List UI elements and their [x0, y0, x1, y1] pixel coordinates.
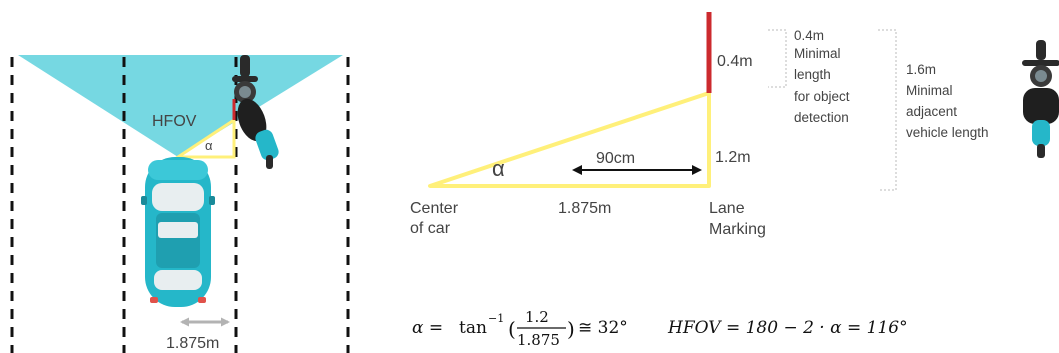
alpha-label-large: α — [492, 156, 505, 181]
center-label-line2: of car — [410, 220, 451, 237]
car-icon — [141, 157, 215, 307]
center-label-line1: Center — [410, 200, 459, 217]
road-top-view: HFOV α 1.875m — [10, 55, 350, 353]
min-detect-annotation: 0.4m Minimal length for object detection — [794, 28, 853, 125]
formula-denominator: 1.875 — [517, 331, 560, 349]
min-vehicle-line3: adjacent — [906, 104, 957, 119]
min-vehicle-line4: vehicle length — [906, 125, 989, 140]
formula-lparen: ( — [508, 317, 516, 341]
formula-numerator: 1.2 — [525, 308, 549, 326]
distance-label: 1.875m — [166, 335, 219, 352]
formula: α = tan −1 ( 1.2 1.875 ) ≅ 32° HFOV = 18… — [412, 308, 908, 349]
formula-tan: tan — [459, 318, 487, 338]
hfov-label: HFOV — [152, 113, 197, 130]
formula-exp: −1 — [488, 312, 504, 325]
formula-alpha-lhs: α = — [412, 318, 443, 338]
formula-hfov: HFOV = 180 − 2 · α = 116° — [667, 318, 908, 338]
lane-label-line2: Marking — [709, 221, 766, 238]
center-of-car-label: Center of car — [410, 200, 462, 237]
alpha-label-small: α — [205, 138, 213, 153]
height-label: 1.2m — [715, 149, 751, 166]
geometry-diagram: α 90cm 0.4m 1.2m Center of car 1.875m La… — [410, 12, 1059, 238]
min-detect-line4: for object — [794, 89, 850, 104]
alpha-triangle-small — [173, 117, 236, 159]
min-detect-line1: 0.4m — [794, 28, 824, 43]
min-detect-line2: Minimal — [794, 46, 841, 61]
min-detect-line5: detection — [794, 110, 849, 125]
lane-marking-label: Lane Marking — [709, 200, 766, 238]
bracket-min-vehicle — [878, 29, 897, 191]
formula-result: ≅ 32° — [578, 318, 628, 338]
motorbike-icon — [232, 55, 279, 169]
min-vehicle-line1: 1.6m — [906, 62, 936, 77]
bracket-min-detect — [768, 29, 787, 88]
min-vehicle-annotation: 1.6m Minimal adjacent vehicle length — [906, 62, 989, 140]
fov-cone — [18, 55, 343, 157]
ninety-cm-label: 90cm — [596, 150, 635, 167]
formula-rparen: ) — [567, 317, 575, 341]
min-vehicle-line2: Minimal — [906, 83, 953, 98]
red-segment-label: 0.4m — [717, 53, 753, 70]
yellow-triangle — [428, 91, 711, 188]
min-detect-line3: length — [794, 67, 831, 82]
motorbike-icon-right — [1022, 40, 1059, 158]
lane-label-line1: Lane — [709, 200, 745, 217]
base-label: 1.875m — [558, 200, 611, 217]
